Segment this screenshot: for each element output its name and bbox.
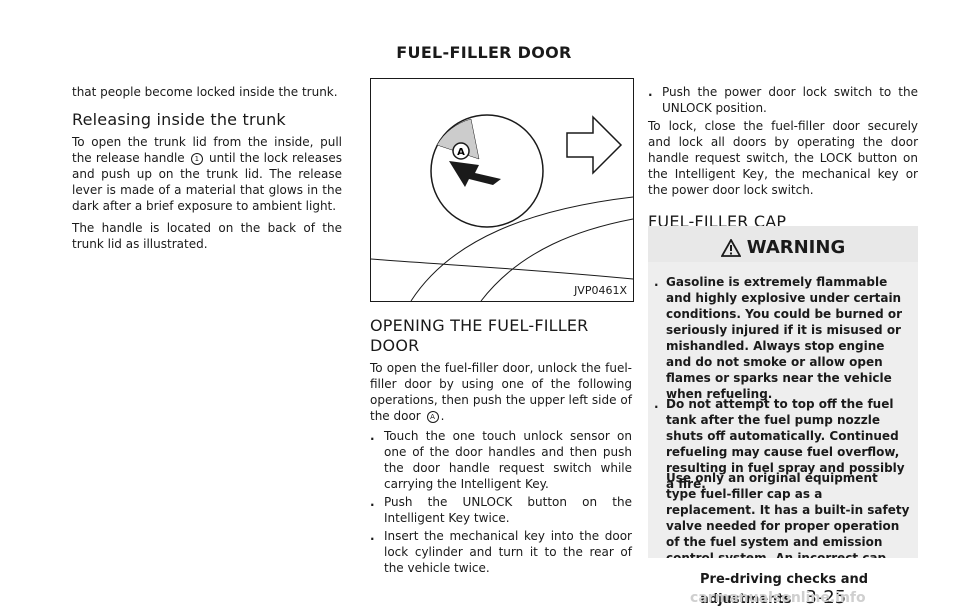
list-item: .Push the UNLOCK button on the Intellige…	[370, 495, 632, 525]
fuel-door-circle	[430, 114, 544, 228]
page-header-title: FUEL-FILLER DOOR	[396, 43, 572, 62]
callout-1-marker: 1	[190, 152, 203, 165]
callout-a-icon	[452, 142, 470, 160]
warning-box	[648, 226, 918, 558]
warning-header: WARNING	[648, 226, 918, 262]
list-item: .Touch the one touch unlock sensor on on…	[370, 429, 632, 491]
lock-paragraph: To lock, close the fuel-filler door secu…	[648, 119, 918, 197]
push-arrow-icon	[449, 161, 501, 187]
section-heading-releasing: Releasing inside the trunk	[72, 110, 286, 129]
figure-caption: JVP0461X	[574, 284, 627, 297]
warning-triangle-icon	[720, 238, 742, 257]
trunk-release-paragraph: To open the trunk lid from the inside, p…	[72, 135, 342, 213]
fuel-door-illustration: A JVP0461X	[370, 78, 634, 302]
intro-text: that people become locked inside the tru…	[72, 85, 338, 99]
left-column: that people become locked inside the tru…	[72, 84, 342, 252]
fuel-door-drawing: A	[371, 114, 633, 301]
footer-section-title: Pre-driving checks and adjustments	[700, 572, 869, 607]
right-column: .Push the power door lock switch to the …	[648, 84, 918, 232]
warning-item: .Use only an original equipment type fue…	[666, 471, 910, 558]
svg-text:A: A	[457, 147, 465, 158]
watermark-text: carmanualsonline.info	[690, 590, 866, 606]
warning-title: WARNING	[746, 237, 846, 258]
section-heading-opening: OPENING THE FUEL-FILLER DOOR	[370, 316, 589, 355]
opening-intro-paragraph: To open the fuel-filler door, unlock the…	[370, 361, 632, 423]
page-number: 3-25	[805, 587, 847, 608]
forward-arrow-icon	[566, 115, 623, 175]
list-item: .Insert the mechanical key into the door…	[370, 529, 632, 575]
handle-location-paragraph: The handle is located on the back of the…	[72, 221, 342, 251]
callout-a-marker: A	[426, 410, 439, 423]
warning-item: .Do not attempt to top off the fuel tank…	[654, 397, 905, 491]
middle-column: OPENING THE FUEL-FILLER DOOR To open the…	[370, 316, 632, 576]
warning-item: .Gasoline is extremely flammable and hig…	[654, 275, 903, 401]
list-item: .Push the power door lock switch to the …	[648, 85, 918, 115]
